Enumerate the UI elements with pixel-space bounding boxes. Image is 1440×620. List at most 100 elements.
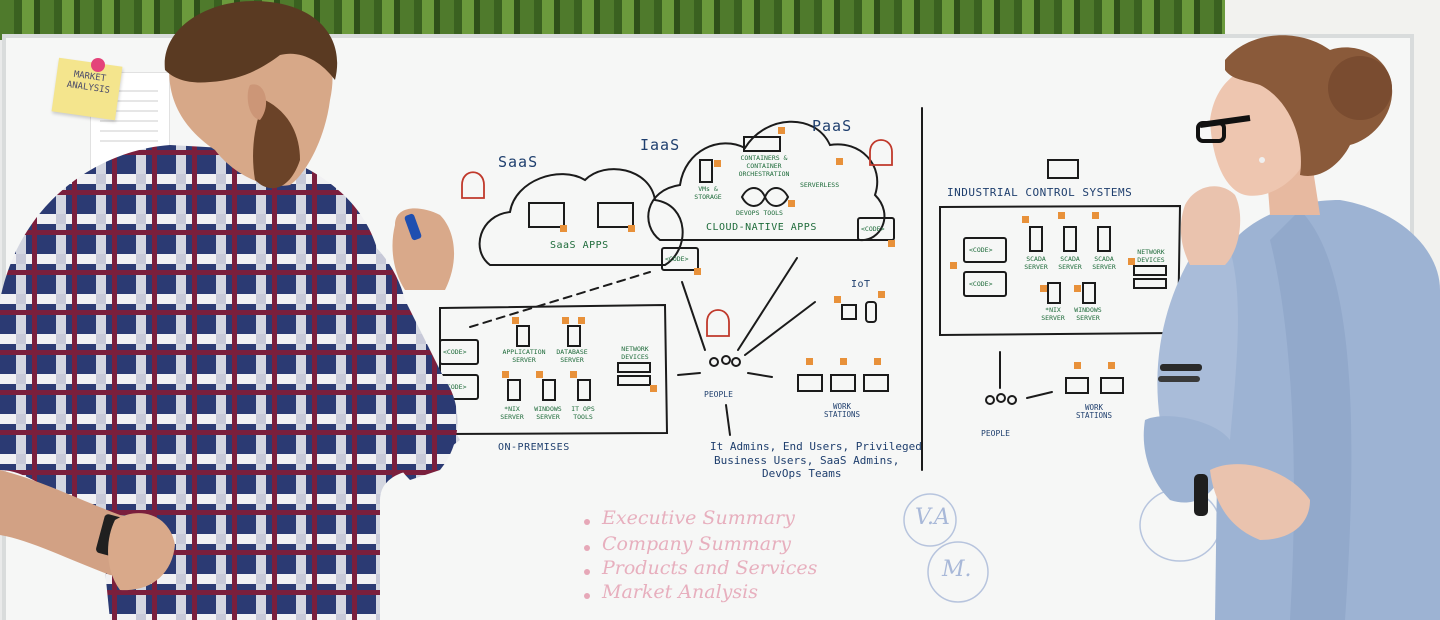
laptop-icon: [830, 374, 856, 392]
factory-icon: [1047, 159, 1079, 179]
shirt-shadow: [1270, 210, 1352, 620]
lock-icon: [1040, 285, 1047, 292]
database-server-label: DATABASE SERVER: [556, 348, 588, 364]
man-ear: [247, 84, 267, 120]
code-box: [963, 271, 1007, 297]
lock-icon: [562, 317, 569, 324]
app-window: [528, 202, 565, 228]
code-box: [963, 237, 1007, 263]
server-icon: [516, 325, 530, 347]
lock-icon: [578, 317, 585, 324]
it-ops-tools-label: IT OPS TOOLS: [571, 405, 595, 421]
scada-label: SCADA SERVER: [1024, 255, 1048, 271]
people-caption-line: It Admins, End Users, Privileged: [710, 440, 922, 453]
laptop-icon: [863, 374, 889, 392]
ics-people-label: PEOPLE: [981, 429, 1010, 438]
bracelet-icon: [1160, 364, 1202, 371]
glasses-lens: [1196, 121, 1226, 143]
lock-icon: [1058, 212, 1065, 219]
laptop-icon: [797, 374, 823, 392]
earring-icon: [1259, 157, 1265, 163]
code-box: [857, 217, 895, 241]
network-devices-label: NETWORK DEVICES: [621, 345, 649, 361]
application-server-label: APPLICATION SERVER: [502, 348, 546, 364]
server-icon: [1029, 226, 1043, 252]
man-hand-hip: [108, 513, 175, 591]
network-device-icon: [1133, 278, 1167, 289]
man-hair: [164, 0, 338, 83]
paper-line: [100, 120, 158, 122]
code-label: <CODE>: [665, 255, 689, 263]
push-pin-icon: [91, 58, 105, 72]
lock-icon: [628, 225, 635, 232]
lock-icon: [560, 225, 567, 232]
app-window: [597, 202, 634, 228]
code-label: <CODE>: [443, 348, 467, 356]
devops-infinity-icon: [740, 187, 790, 207]
lock-icon: [778, 127, 785, 134]
bullet-dot: [584, 593, 590, 599]
lock-icon: [502, 371, 509, 378]
person-icon: [1007, 395, 1017, 405]
lock-icon: [1074, 285, 1081, 292]
workstations-label: WORK STATIONS: [823, 402, 861, 419]
faint-writing-line: Products and Services: [602, 557, 818, 579]
lock-icon: [570, 371, 577, 378]
code-label: <CODE>: [969, 246, 993, 254]
person-icon: [996, 393, 1006, 403]
bullet-dot: [584, 569, 590, 575]
lock-icon: [874, 358, 881, 365]
bracelet-icon: [1158, 376, 1200, 382]
arrow-down: [725, 404, 731, 436]
people-caption-line: DevOps Teams: [762, 467, 842, 480]
hacker-icon: [869, 139, 893, 166]
faint-circle: [903, 493, 957, 547]
server-icon: [1097, 226, 1111, 252]
dashed-arrow: [469, 271, 651, 328]
vm-storage-label: VMs & STORAGE: [694, 185, 722, 201]
nix-server-label: *NIX SERVER: [500, 405, 524, 421]
paas-title: PaaS: [812, 117, 853, 135]
arrow-right: [747, 372, 773, 378]
containers-label: CONTAINERS & CONTAINER ORCHESTRATION: [738, 154, 790, 178]
marker-icon: [404, 213, 422, 241]
network-device-icon: [1133, 265, 1167, 276]
lock-icon: [1128, 258, 1135, 265]
hacker-icon: [461, 171, 485, 199]
lock-icon: [1108, 362, 1115, 369]
person-icon: [721, 355, 731, 365]
lock-icon: [950, 262, 957, 269]
paper-line: [100, 130, 158, 132]
lock-icon: [536, 371, 543, 378]
bullet-dot: [584, 545, 590, 551]
people-caption-line: Business Users, SaaS Admins,: [714, 454, 900, 467]
woman-hand-waist: [1210, 464, 1310, 540]
server-icon: [577, 379, 591, 401]
faint-circle-text: V.A: [915, 505, 950, 530]
person-icon: [709, 357, 719, 367]
scada-label: SCADA SERVER: [1058, 255, 1082, 271]
lock-icon: [1092, 212, 1099, 219]
network-device-icon: [617, 375, 651, 386]
lock-icon: [650, 385, 657, 392]
smartwatch-icon: [865, 301, 877, 323]
watch-icon: [1194, 474, 1208, 516]
ics-nix-server-label: *NIX SERVER: [1041, 306, 1065, 322]
iot-chip-icon: [841, 304, 857, 320]
code-label: <CODE>: [443, 383, 467, 391]
server-icon: [567, 325, 581, 347]
lock-icon: [836, 158, 843, 165]
ics-network-devices-label: NETWORK DEVICES: [1137, 248, 1165, 264]
iot-label: IoT: [851, 279, 871, 290]
arrow-left: [677, 372, 701, 376]
cloud-native-label: CLOUD-NATIVE APPS: [706, 222, 817, 233]
server-icon: [1082, 282, 1096, 304]
people-label: PEOPLE: [704, 390, 733, 399]
lock-icon: [512, 317, 519, 324]
iaas-title: IaaS: [640, 136, 681, 154]
server-icon: [699, 159, 713, 183]
lock-icon: [806, 358, 813, 365]
